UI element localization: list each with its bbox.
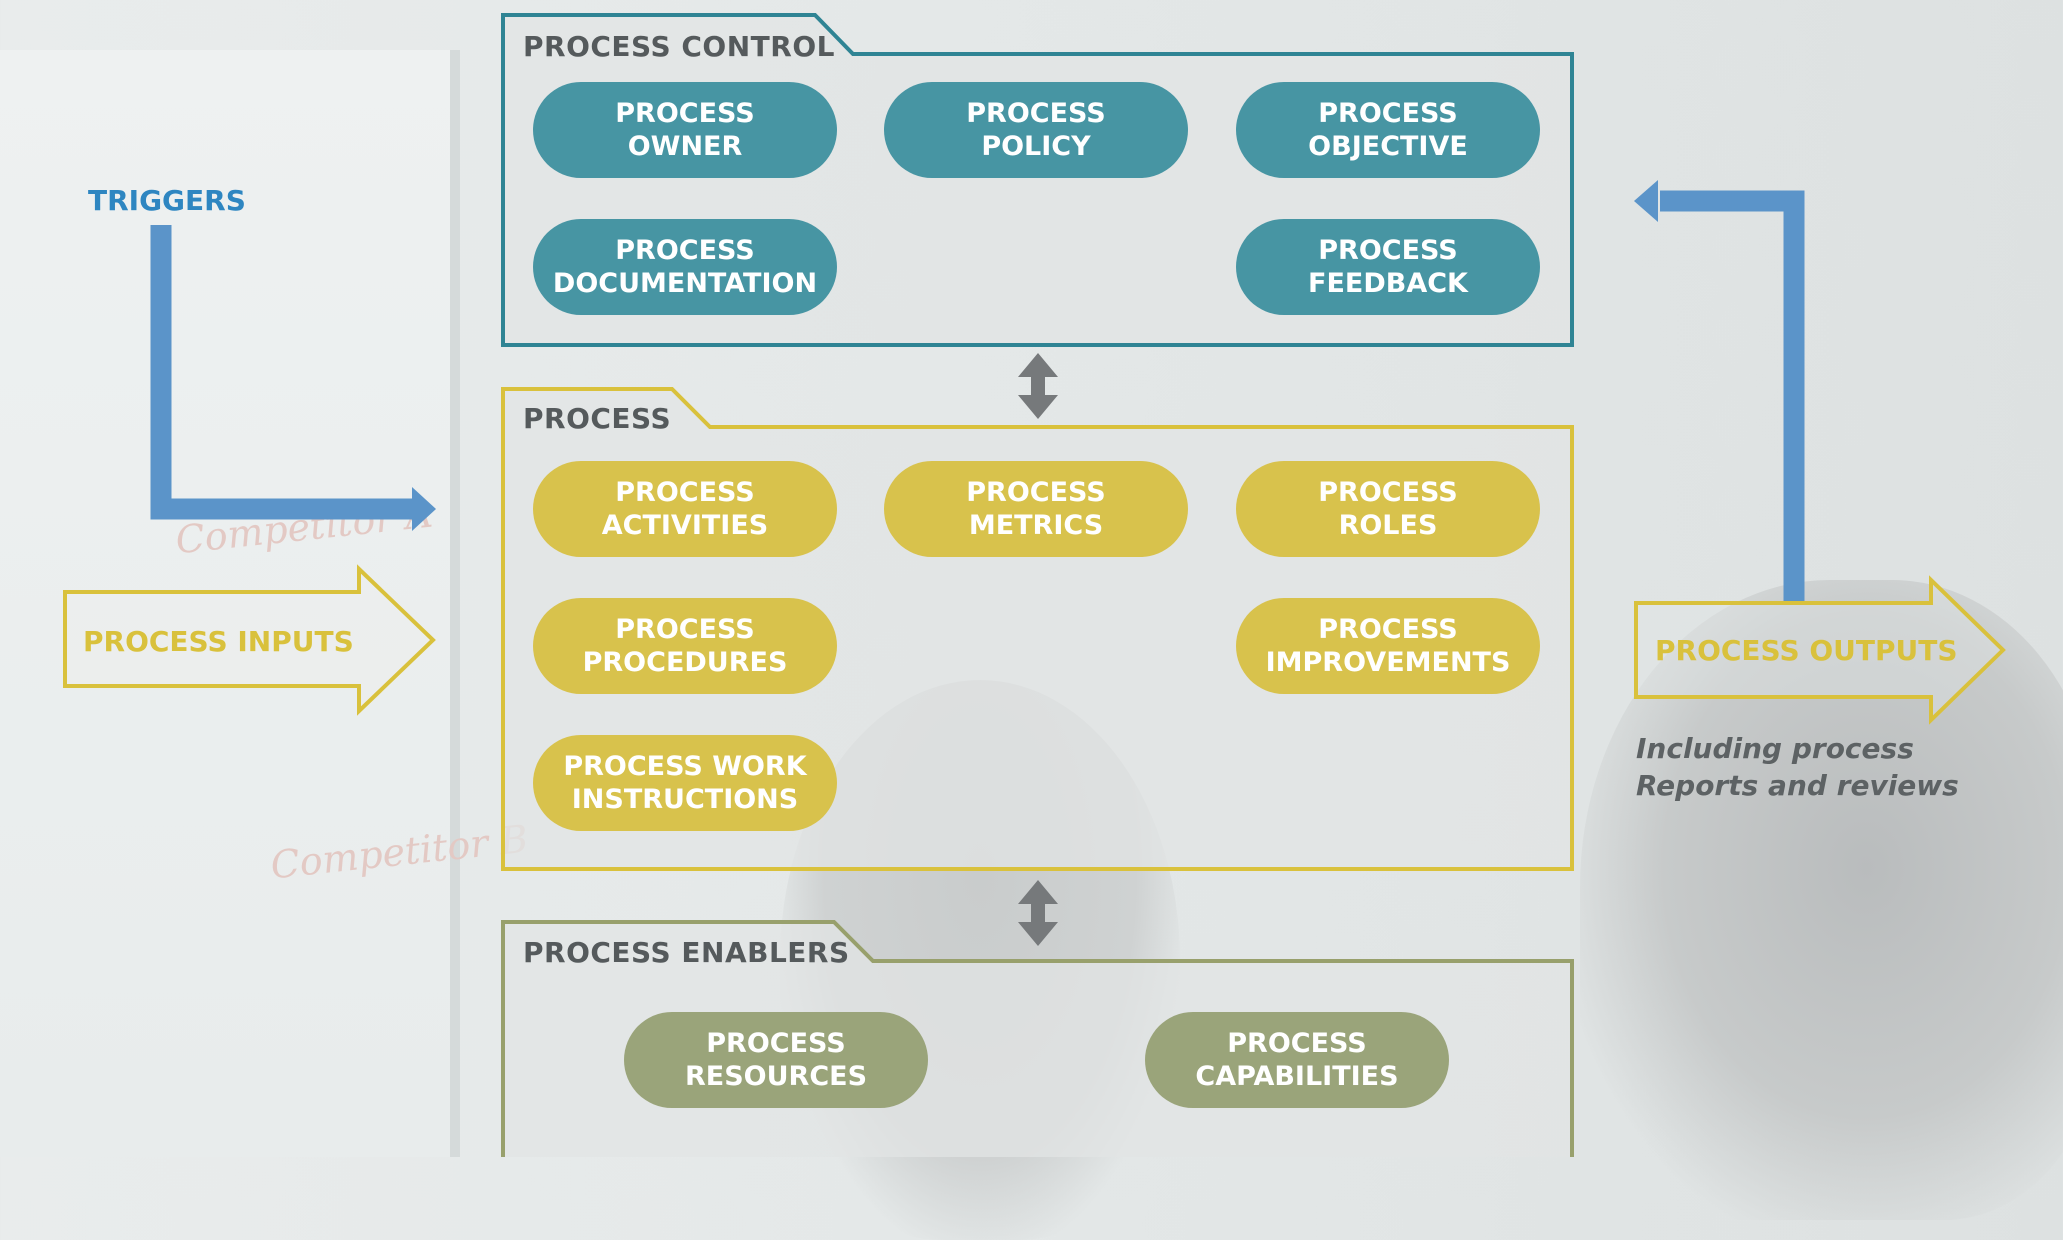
pill-label: PROCESS ACTIVITIES [601,477,769,541]
process-procedures-pill: PROCESS PROCEDURES [533,598,837,694]
pill-label: PROCESS ROLES [1318,477,1458,541]
process-work-instructions-pill: PROCESS WORK INSTRUCTIONS [533,735,837,831]
double-arrow-process-enablers [1018,880,1058,946]
pill-label: PROCESS OWNER [615,98,755,162]
pill-label: PROCESS WORK INSTRUCTIONS [563,751,807,815]
process-enablers-title: PROCESS ENABLERS [523,936,850,969]
process-control-title: PROCESS CONTROL [523,30,835,63]
process-policy-pill: PROCESS POLICY [884,82,1188,178]
process-objective-pill: PROCESS OBJECTIVE [1236,82,1540,178]
feedback-arrow [1634,180,1805,603]
process-improvements-pill: PROCESS IMPROVEMENTS [1236,598,1540,694]
process-capabilities-pill: PROCESS CAPABILITIES [1145,1012,1449,1108]
double-arrow-control-process [1018,353,1058,419]
outputs-note: Including process Reports and reviews [1636,732,1959,802]
process-outputs-label: PROCESS OUTPUTS [1655,634,1958,667]
triggers-label: TRIGGERS [88,184,246,217]
pill-label: PROCESS PROCEDURES [582,614,788,678]
pill-label: PROCESS CAPABILITIES [1195,1028,1399,1092]
process-roles-pill: PROCESS ROLES [1236,461,1540,557]
background-person-woman [1580,580,2063,1220]
process-metrics-pill: PROCESS METRICS [884,461,1188,557]
process-inputs-label: PROCESS INPUTS [83,625,354,658]
pill-label: PROCESS IMPROVEMENTS [1265,614,1511,678]
pill-label: PROCESS POLICY [966,98,1106,162]
pill-label: PROCESS METRICS [966,477,1106,541]
pill-label: PROCESS RESOURCES [684,1028,868,1092]
process-resources-pill: PROCESS RESOURCES [624,1012,928,1108]
pill-label: PROCESS DOCUMENTATION [552,235,818,299]
pill-label: PROCESS OBJECTIVE [1308,98,1468,162]
process-feedback-pill: PROCESS FEEDBACK [1236,219,1540,315]
process-activities-pill: PROCESS ACTIVITIES [533,461,837,557]
inputs-arrow-shape [63,564,436,716]
pill-label: PROCESS FEEDBACK [1308,235,1468,299]
process-owner-pill: PROCESS OWNER [533,82,837,178]
triggers-arrow [150,225,436,531]
process-documentation-pill: PROCESS DOCUMENTATION [533,219,837,315]
outputs-arrow-shape [1634,575,2006,725]
process-title: PROCESS [523,402,672,435]
